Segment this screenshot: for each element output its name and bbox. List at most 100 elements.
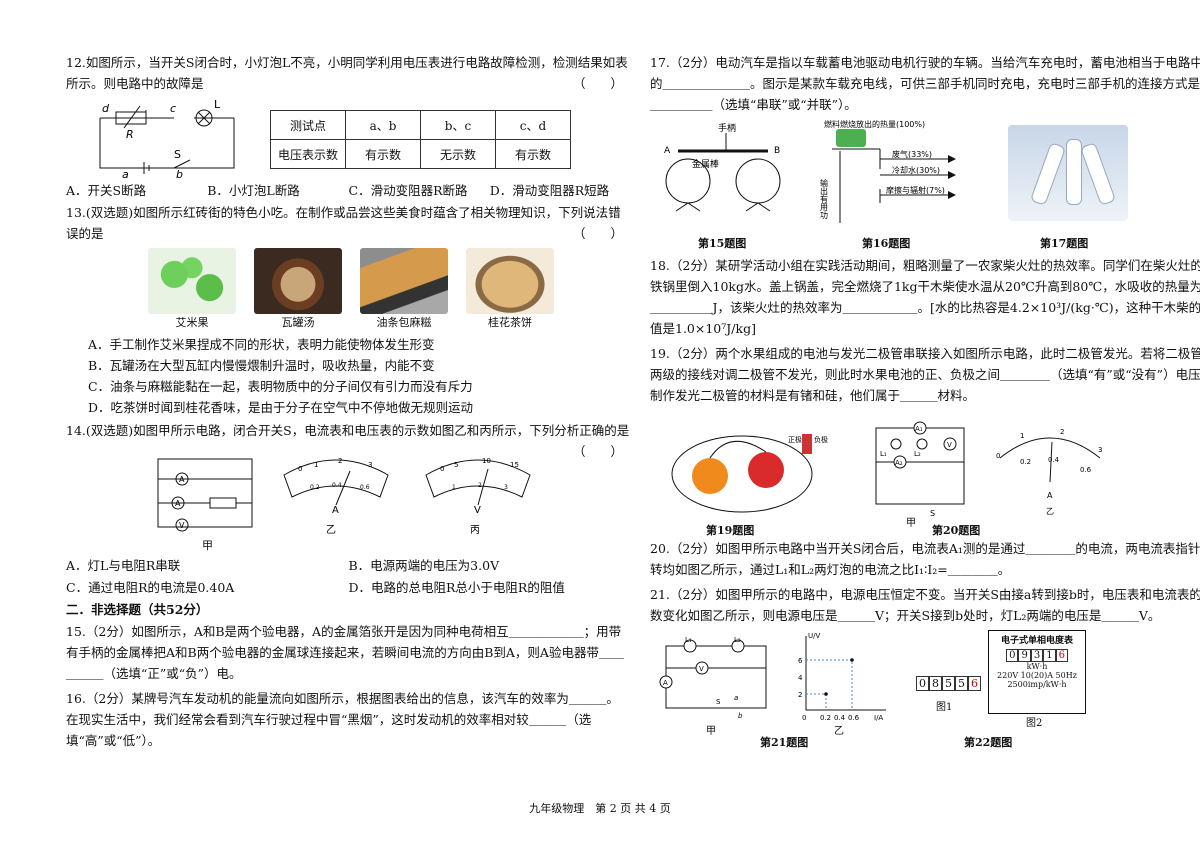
q20-circuit-diagram: A₁ A₂ V L₁ L₂ S	[875, 421, 965, 518]
electric-meter: 电子式单相电度表 0 9 3 1 6 kW·h 220V 10(20)A 50H…	[988, 630, 1086, 714]
figure-caption: 第17题图	[1040, 237, 1089, 250]
label-L: L	[214, 98, 221, 111]
answer-paren: （ ）	[572, 76, 623, 91]
section-heading: 二．非选择题（共52分）	[66, 602, 209, 617]
figure-caption: 第16题图	[862, 237, 911, 250]
tick-label: 2	[798, 691, 802, 699]
figure-label: 图1	[936, 702, 953, 713]
food-image	[360, 248, 448, 314]
cooling-label: 冷却水(30%)	[892, 165, 940, 175]
figure-label: 乙	[326, 524, 336, 535]
option-d: D．滑动变阻器R短路	[489, 183, 610, 198]
x-axis-label: I/A	[874, 714, 883, 722]
tick-label: 5	[454, 461, 458, 469]
food-label: 油条包麻糍	[376, 316, 432, 329]
data-point	[850, 658, 854, 662]
figures-21-22: L₁ L₂ A V S a b U/V I/A 2 4 6 0 0.2 0.4 …	[650, 630, 1200, 737]
right-column: 17.（2分）电动汽车是指以车载蓄电池驱动电机行驶的车辆。当给汽车充电时，蓄电池…	[650, 52, 1200, 750]
tick-label: 0	[802, 714, 806, 722]
food-image	[466, 248, 554, 314]
switch-label: S	[930, 509, 935, 518]
food-item: 油条包麻糍	[360, 248, 448, 330]
food-item: 艾米果	[148, 248, 236, 330]
figure-caption: 第15题图	[698, 237, 747, 250]
tick-label: 3	[504, 484, 508, 491]
voltmeter-label: V	[699, 665, 704, 673]
page-footer: 九年级物理 第 2 页 共 4 页	[529, 802, 671, 815]
meter-digit: 6	[968, 676, 981, 691]
cable-plug	[1029, 142, 1067, 206]
figure-label: 甲	[202, 539, 213, 552]
table-cell: 有示数	[345, 139, 421, 169]
question-12: 12.如图所示，当开关S闭合时，小灯泡L不亮，小明同学利用电压表进行电路故障检测…	[66, 52, 631, 202]
q20-ammeter-dial: 0 1 2 3 0.2 0.4 0.6 A 乙	[996, 428, 1102, 516]
tick-label: 0.4	[332, 482, 342, 489]
positive-label: 正极	[788, 435, 802, 444]
option-a: A．手工制作艾米果捏成不同的形状，表明力能使物体发生形变	[88, 337, 435, 352]
figure-label: 乙	[834, 726, 844, 737]
q14-figures: A A V 0 1 2 3 0.2 0.4 0.6 A 乙 5 10	[66, 445, 631, 555]
figure-caption: 第20题图	[932, 524, 981, 537]
question-19-text: 19.（2分）两个水果组成的电池与发光二极管串联接入如图所示电路，此时二极管发光…	[650, 346, 1200, 403]
tick-label: 0.2	[1020, 458, 1031, 466]
tick-label: 6	[798, 657, 803, 665]
tick-label: 0.2	[310, 484, 320, 491]
tick-label: 2	[1060, 428, 1064, 436]
useful-work-label: 输出有用功	[820, 178, 829, 220]
left-column: 12.如图所示，当开关S闭合时，小灯泡L不亮，小明同学利用电压表进行电路故障检测…	[66, 52, 631, 755]
q21-UI-graph: U/V I/A 2 4 6 0 0.2 0.4 0.6	[798, 632, 886, 722]
ammeter-label: A	[663, 679, 668, 687]
q13-food-images: 艾米果 瓦罐汤 油条包麻糍 桂花茶饼	[66, 248, 631, 330]
label-B: B	[774, 146, 780, 156]
meter-digit: 1	[1043, 649, 1056, 662]
meter-digit: 0	[916, 676, 929, 691]
ammeter-letter: A	[332, 505, 339, 516]
tick-label: 4	[798, 674, 803, 682]
lamp-L2-label: L₂	[914, 450, 921, 458]
voltmeter-label: V	[947, 441, 952, 449]
lamp-L1-label: L₁	[880, 450, 887, 458]
tick-label: 15	[510, 461, 519, 469]
question-20-text: 20.（2分）如图甲所示电路中当开关S闭合后，电流表A₁测的是通过＿＿＿＿的电流…	[650, 541, 1200, 577]
figure-label: 丙	[470, 525, 480, 535]
label-a: a	[122, 168, 129, 178]
q14-voltmeter-dial: 5 10 15 0 1 2 3 V 丙	[425, 457, 531, 535]
ammeter-symbol: A	[175, 499, 181, 508]
food-item: 桂花茶饼	[466, 248, 554, 330]
energy-total-label: 燃料燃烧放出的热量(100%)	[824, 119, 925, 129]
voltmeter-letter: V	[474, 505, 481, 516]
q14-ammeter-dial: 0 1 2 3 0.2 0.4 0.6 A 乙	[283, 457, 389, 535]
rod-label: 金属棒	[692, 158, 719, 170]
tick-label: 0.6	[360, 484, 370, 491]
option-b: B．瓦罐汤在大型瓦缸内慢慢煨制升温时，吸收热量，内能不变	[88, 358, 435, 373]
led-icon	[802, 434, 812, 454]
q12-options: A．开关S断路 B．小灯泡L断路 C．滑动变阻器R断路 D．滑动变阻器R短路	[66, 180, 631, 202]
food-label: 桂花茶饼	[488, 316, 532, 329]
contact-a-label: a	[734, 694, 738, 702]
q21-circuit-diagram: L₁ L₂ A V S a b	[659, 636, 767, 720]
option-b: B．小灯泡L断路	[207, 183, 300, 198]
tick-label: 0.6	[848, 714, 860, 722]
label-R: R	[126, 128, 134, 141]
negative-label: 负极	[814, 435, 828, 444]
cable-plug	[1066, 139, 1082, 205]
table-row: 测试点 a、b b、c c、d	[270, 110, 571, 140]
q12-voltage-table: 测试点 a、b b、c c、d 电压表示数 有示数 无示数 有示数	[270, 110, 571, 169]
question-17-text: 17.（2分）电动汽车是指以车载蓄电池驱动电机行驶的车辆。当给汽车充电时，蓄电池…	[650, 55, 1200, 112]
tick-label: 2	[478, 482, 482, 489]
option-d: D．吃茶饼时闻到桂花香味，是由于分子在空气中不停地做无规则运动	[88, 400, 474, 415]
figures-15-17: 手柄 金属棒 A B 燃料燃烧放出的热量(100%) 废气(33%) 冷却水(3…	[650, 119, 1200, 255]
answer-paren: （ ）	[572, 226, 623, 241]
figure-caption: 第21题图	[760, 736, 809, 749]
food-label: 艾米果	[175, 316, 209, 329]
figure-caption: 第19题图	[706, 524, 755, 537]
option-c: C．滑动变阻器R断路	[348, 183, 468, 198]
option-c: C．油条与麻糍能黏在一起，表明物质中的分子间仅有引力而没有斥力	[88, 379, 473, 394]
switch-label: S	[716, 698, 721, 706]
exhaust-label: 废气(33%)	[892, 149, 932, 159]
tick-label: 3	[1098, 446, 1102, 454]
table-cell: 测试点	[270, 110, 346, 140]
question-12-text: 12.如图所示，当开关S闭合时，小灯泡L不亮，小明同学利用电压表进行电路故障检测…	[66, 55, 628, 91]
question-13-text: 13.(双选题)如图所示红砖街的特色小吃。在制作或品尝这些美食时蕴含了相关物理知…	[66, 205, 621, 241]
label-b: b	[176, 168, 183, 178]
